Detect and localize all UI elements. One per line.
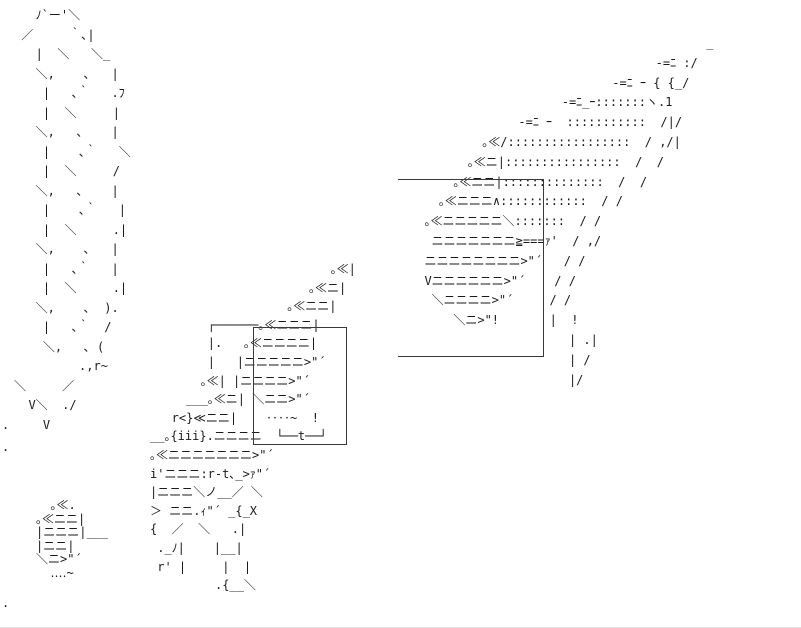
- art-line: .{__＼: [150, 578, 256, 593]
- art-line: V＼ ./: [14, 398, 77, 412]
- art-line: |ニニニ＼ノ__／ ＼: [150, 485, 263, 500]
- art-line: ＼, ､ |: [14, 242, 119, 256]
- art-line: i'ニニニ:r-t､_>ｧ"´: [150, 466, 271, 481]
- art-line: ＞ ニニ.ｨ"´ _{_X: [150, 503, 258, 518]
- art-line: |. ｡≪ニニニニ|: [150, 336, 318, 351]
- art-line: _: [410, 36, 714, 50]
- art-line: Vニニニニニニ>"´ / /: [410, 273, 576, 288]
- art-line: |ニニニ|___: [36, 525, 109, 539]
- art-line: ＼, ､ |: [14, 183, 119, 198]
- art-line: ＼, ､ |: [14, 66, 119, 81]
- art-line: | ､｀ ＼: [14, 144, 131, 159]
- art-line: ｡≪ニニニニニ＼::::::: / /: [410, 214, 602, 229]
- art-line: ／ ｀､|: [14, 27, 95, 42]
- art-line: ﾉ`ー'＼: [14, 8, 81, 22]
- art-line: ＼ ／: [14, 378, 75, 393]
- art-line: | ､｀ /: [14, 320, 112, 334]
- art-line: |/: [410, 372, 584, 387]
- art-line: ┌──────｡≪ニニニ|: [150, 317, 320, 332]
- art-line: ｡≪ニニ|: [150, 299, 337, 314]
- art-line: { ／ ＼ .|: [150, 522, 247, 537]
- art-line: -=ﾆ ｰ ::::::::::: /|/: [410, 115, 683, 130]
- art-line: | ､｀ .ﾌ: [14, 86, 125, 100]
- art-line: -=ﾆ_ｰ:::::::ヽ.1: [410, 95, 673, 110]
- art-line: ＼ニ>"´: [36, 552, 82, 566]
- art-line: ｡≪ニニ|:::::::::::::: / /: [410, 174, 648, 189]
- art-line: | ＼ /: [14, 164, 120, 178]
- art-line: ___｡≪ニ| ＼ニニ>"´: [150, 392, 310, 407]
- art-line: r' | | |: [150, 559, 252, 574]
- art-line: .,r~: [14, 359, 108, 373]
- art-line: ニニニニニニニニ>"´ / /: [410, 253, 586, 268]
- art-line: ｡≪ニ|: [150, 280, 347, 295]
- upper-frame: [398, 179, 544, 357]
- art-line: | ＼ ＼_: [14, 47, 111, 61]
- art-line: | ＼ .|: [14, 222, 128, 237]
- art-line: ＼, ､ |: [14, 125, 119, 139]
- art-line: ＼ニニニニ>"´ / /: [410, 293, 572, 308]
- art-line: ＼ニ>"! | !: [410, 313, 579, 328]
- art-line: ｡≪ニニニニニニニ>"´: [150, 448, 274, 462]
- art-line: |ニニ|: [36, 538, 75, 553]
- art-line: | ､｀ |: [14, 261, 119, 276]
- art-line: __｡{iii}.ニニニニ └──t──┘: [150, 429, 327, 444]
- art-line: | ＼ |: [14, 105, 120, 120]
- art-line: V: [14, 417, 51, 432]
- edge-dot: .: [2, 440, 10, 454]
- art-line: | /: [410, 352, 591, 367]
- art-line: | .|: [410, 333, 598, 347]
- art-line: ｡≪| |ニニニニ>"´: [150, 373, 310, 388]
- art-line: ｡≪ニ|:::::::::::::::: / /: [410, 154, 664, 169]
- art-line: | ＼ .|: [14, 281, 128, 295]
- art-line: ｡≪|: [150, 262, 356, 276]
- art-line: | |ニニニニニ>"´: [150, 355, 326, 369]
- art-line: ＼, ､ ).: [14, 300, 119, 315]
- art-line: r<}≪ニニ| ‥‥~ !: [150, 410, 319, 425]
- art-line: ニニニニニニニ≧===ｧ' / ,/: [410, 234, 602, 248]
- edge-dot: .: [2, 418, 10, 432]
- art-line: | ､｀ |: [14, 203, 126, 217]
- art-line: ｡≪ニニ|: [36, 511, 86, 526]
- art-line: ‥‥~: [36, 565, 74, 580]
- art-line: ｡≪.: [36, 498, 76, 512]
- art-line: ._ﾉ| |__|: [150, 541, 243, 555]
- edge-dot: .: [2, 596, 10, 610]
- art-line: -=ﾆ ｰ { {_/: [410, 75, 690, 90]
- art-line: ＼, ､ (: [14, 339, 105, 354]
- art-line: ｡≪/::::::::::::::::: / ,/|: [410, 135, 681, 149]
- art-line: -=ﾆ :/: [410, 55, 698, 70]
- art-line: ｡≪ニニニ∧:::::::::::: / /: [410, 194, 623, 209]
- lower-frame: [253, 327, 347, 445]
